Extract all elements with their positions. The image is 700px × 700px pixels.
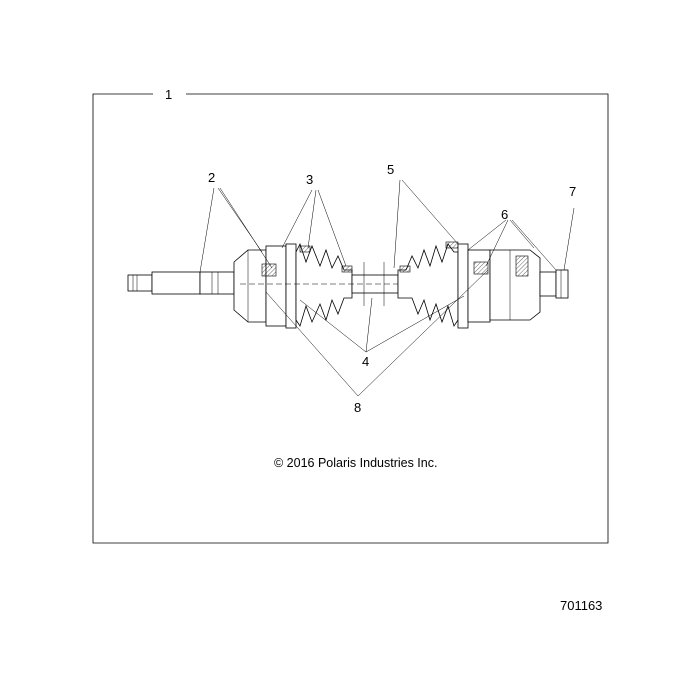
frame-box [92, 93, 609, 544]
callout-6: 6 [501, 207, 508, 222]
callout-3: 3 [306, 172, 313, 187]
callout-2: 2 [208, 170, 215, 185]
callout-4: 4 [362, 354, 369, 369]
document-number: 701163 [560, 598, 603, 613]
copyright-text: © 2016 Polaris Industries Inc. [274, 456, 437, 470]
right-stub-shaft [539, 269, 569, 299]
left-boot [295, 242, 353, 327]
left-stub-shaft [127, 271, 235, 295]
leader-lines [199, 179, 575, 397]
frame-label: 1 [165, 87, 172, 102]
right-boot [397, 241, 459, 327]
left-cv-housing [233, 243, 297, 329]
right-cv-housing [457, 243, 541, 329]
callout-7: 7 [569, 184, 576, 199]
callout-5: 5 [387, 162, 394, 177]
callout-8: 8 [354, 400, 361, 415]
